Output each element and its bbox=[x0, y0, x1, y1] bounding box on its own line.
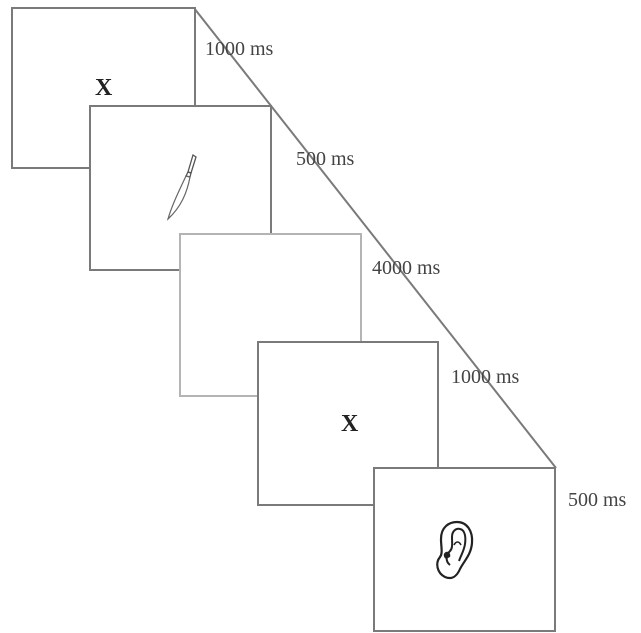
duration-label-3: 4000 ms bbox=[372, 257, 441, 279]
knife-icon bbox=[166, 153, 197, 221]
duration-label-5: 500 ms bbox=[568, 489, 627, 511]
ear-icon bbox=[436, 520, 474, 580]
target-frame bbox=[373, 467, 556, 632]
fixation-cross: X bbox=[95, 75, 113, 101]
fixation-cross: X bbox=[341, 411, 359, 437]
duration-label-4: 1000 ms bbox=[451, 366, 520, 388]
duration-label-2: 500 ms bbox=[296, 148, 355, 170]
duration-label-1: 1000 ms bbox=[205, 38, 274, 60]
